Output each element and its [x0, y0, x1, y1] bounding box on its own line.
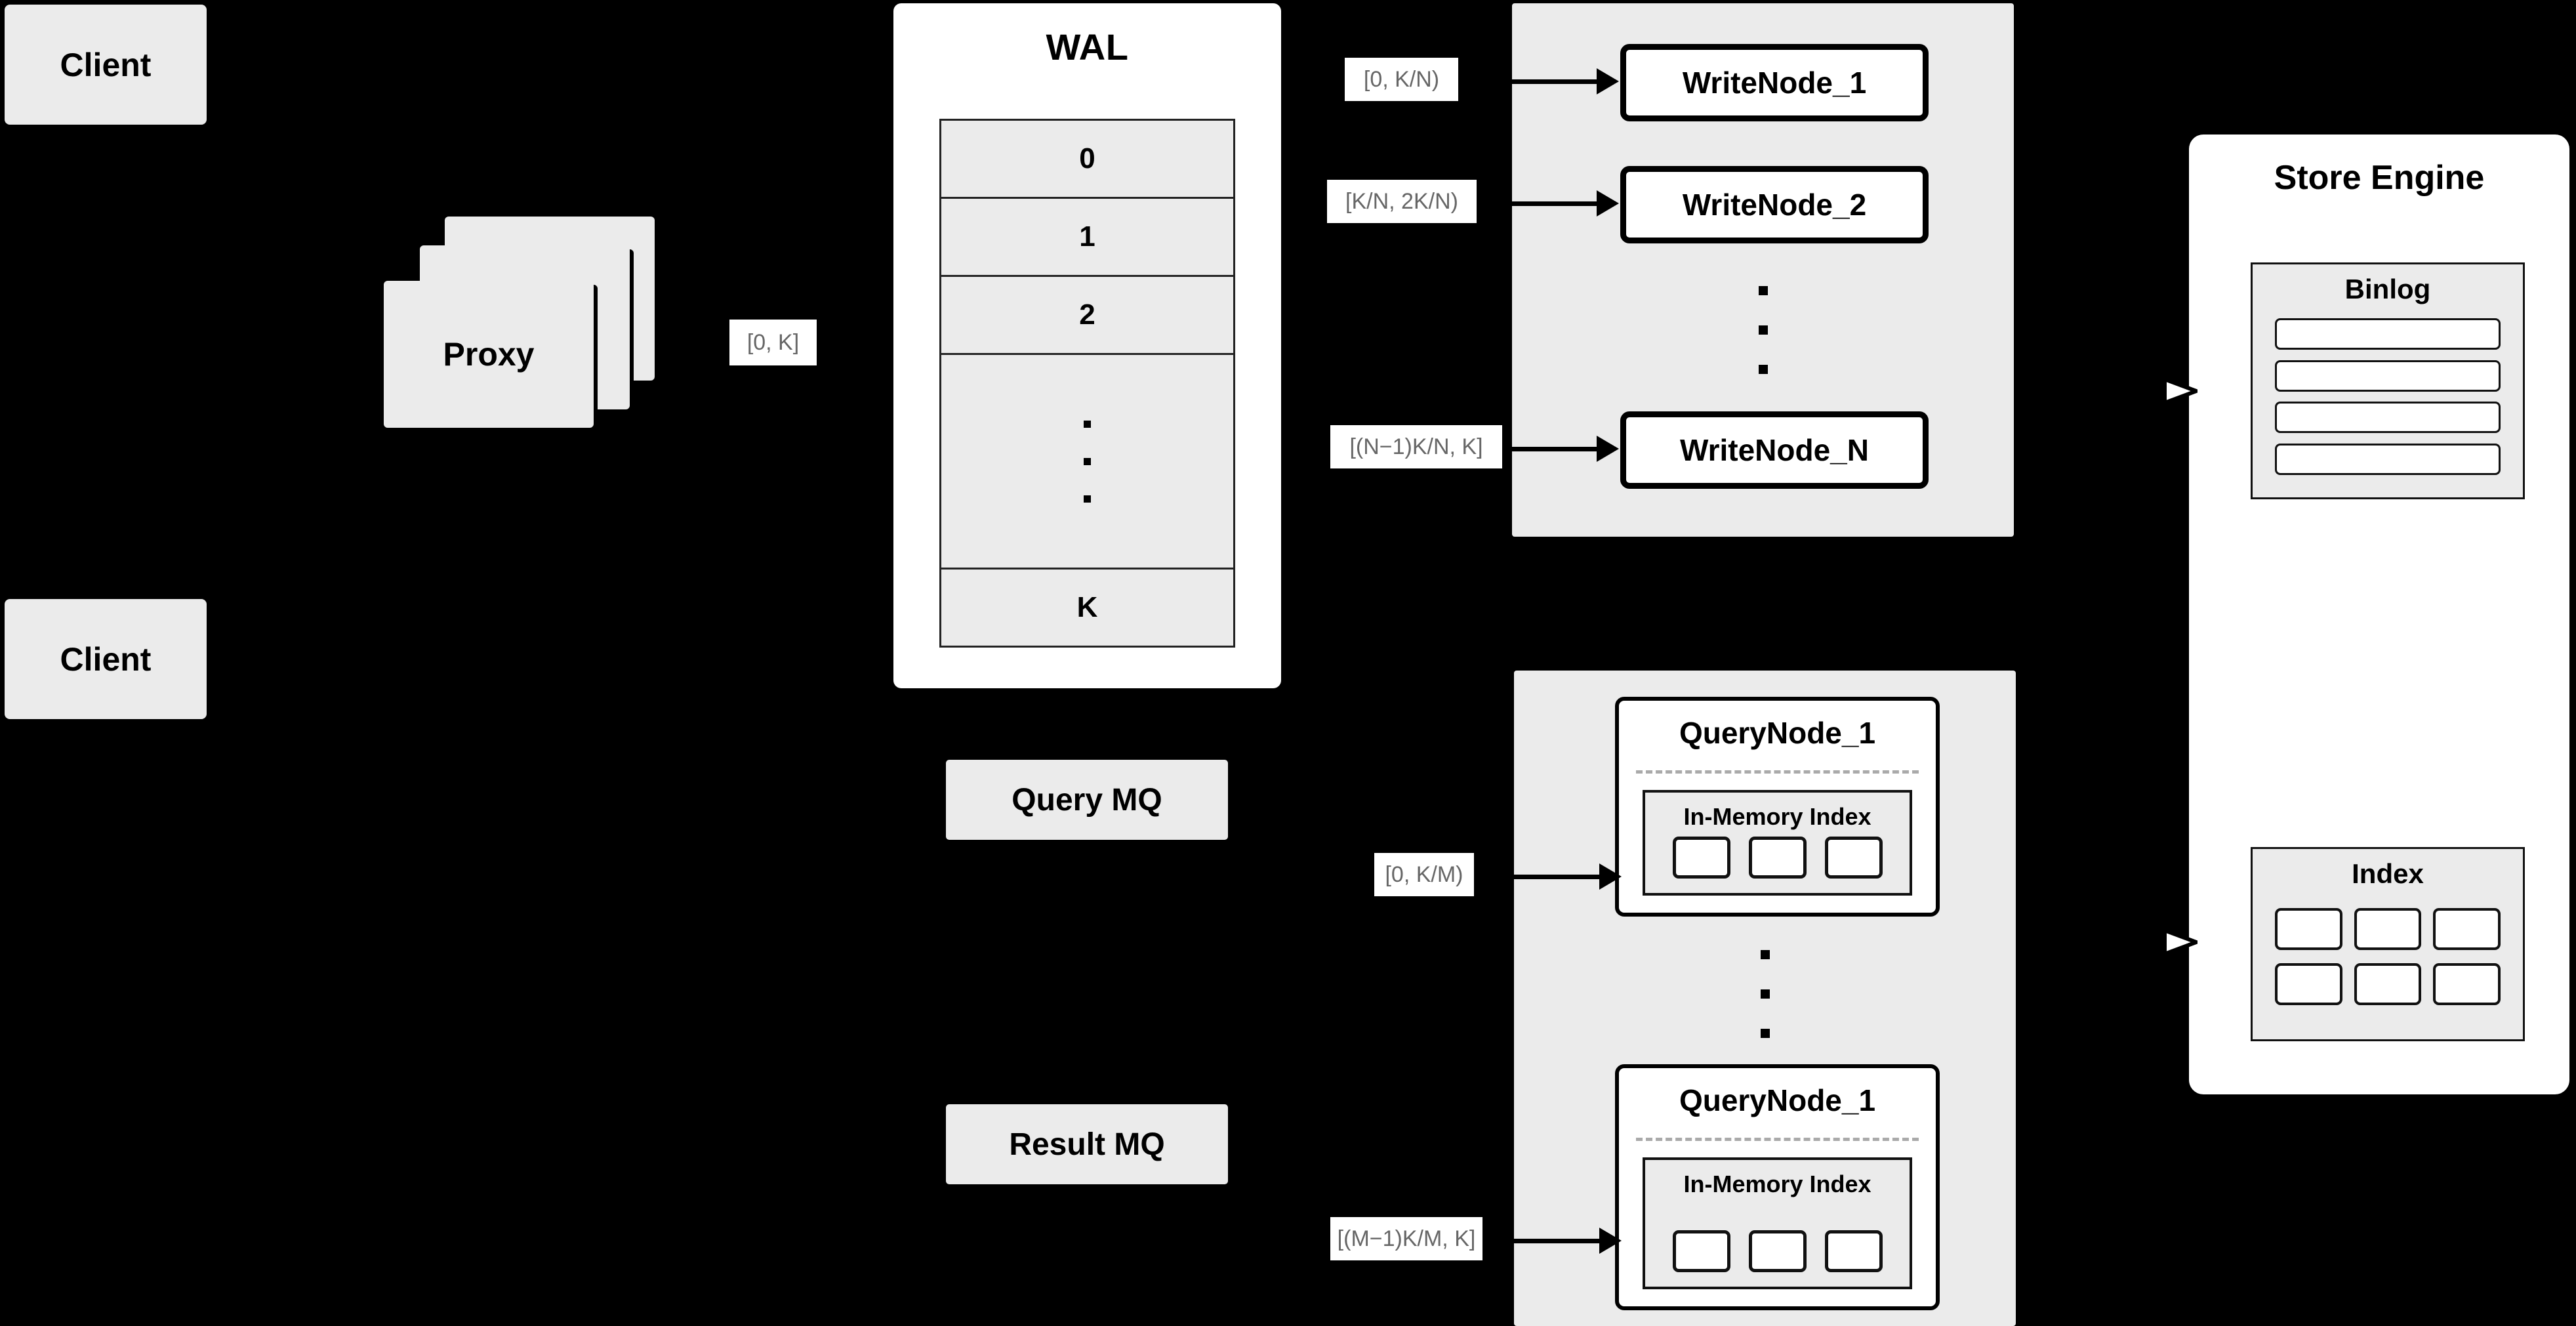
- in-memory-index-title-2: In-Memory Index: [1683, 1171, 1871, 1197]
- index-cell[interactable]: [2354, 963, 2422, 1005]
- store-engine-panel: Store Engine Binlog Index: [2189, 135, 2569, 1094]
- client-label-1: Client: [60, 46, 152, 83]
- wal-table: 0 1 2 K: [939, 119, 1235, 648]
- index-cell[interactable]: [1672, 837, 1730, 879]
- result-mq-box[interactable]: Result MQ: [946, 1104, 1228, 1184]
- query-node-ellipsis-icon: [1514, 936, 2016, 1051]
- wal-row[interactable]: 2: [941, 277, 1233, 355]
- index-cell[interactable]: [2433, 908, 2501, 950]
- write-node-2[interactable]: WriteNode_2: [1620, 166, 1929, 243]
- write-node-n[interactable]: WriteNode_N: [1620, 411, 1929, 489]
- store-engine-title: Store Engine: [2274, 159, 2485, 197]
- index-cell[interactable]: [1824, 837, 1883, 879]
- arrow-to-query-node-2: [1484, 1228, 1622, 1254]
- index-cell[interactable]: [1824, 1230, 1883, 1272]
- binlog-row[interactable]: [2275, 402, 2501, 434]
- arrow-to-write-node-1: [1462, 68, 1619, 94]
- index-cell[interactable]: [2354, 908, 2422, 950]
- proxy-range-label: [0, K]: [729, 320, 817, 365]
- in-memory-index-panel-1: In-Memory Index: [1643, 790, 1912, 896]
- binlog-row[interactable]: [2275, 443, 2501, 475]
- in-memory-index-cells-1: [1645, 837, 1910, 879]
- in-memory-index-cells-2: [1645, 1230, 1910, 1272]
- write-node-1-range-label: [0, K/N): [1345, 58, 1458, 101]
- wal-row[interactable]: 1: [941, 199, 1233, 277]
- in-memory-index-panel-2: In-Memory Index: [1643, 1157, 1912, 1289]
- write-node-cluster: WriteNode_1 WriteNode_2 WriteNode_N: [1512, 3, 2014, 537]
- binlog-row[interactable]: [2275, 318, 2501, 350]
- write-node-ellipsis-icon: [1512, 272, 2014, 387]
- arrow-to-query-node-1: [1476, 863, 1622, 890]
- wal-row[interactable]: K: [1076, 591, 1098, 623]
- arrow-to-binlog: [2120, 377, 2198, 405]
- index-cell[interactable]: [1748, 837, 1807, 879]
- client-label-2: Client: [60, 640, 152, 678]
- wal-row[interactable]: 0: [941, 121, 1233, 199]
- proxy-box[interactable]: Proxy: [384, 281, 594, 428]
- result-mq-label: Result MQ: [1009, 1127, 1165, 1162]
- query-node-2-divider: [1636, 1138, 1919, 1141]
- query-mq-label: Query MQ: [1012, 782, 1162, 818]
- write-node-1[interactable]: WriteNode_1: [1620, 44, 1929, 121]
- query-node-2[interactable]: QueryNode_1 In-Memory Index: [1615, 1064, 1940, 1310]
- vertical-ellipsis-icon: [1084, 420, 1091, 503]
- index-cell[interactable]: [1672, 1230, 1730, 1272]
- query-mq-box[interactable]: Query MQ: [946, 760, 1228, 840]
- in-memory-index-title-1: In-Memory Index: [1683, 803, 1871, 830]
- query-node-2-range-label: [(M−1)K/M, K]: [1330, 1217, 1482, 1260]
- query-node-1[interactable]: QueryNode_1 In-Memory Index: [1615, 697, 1940, 917]
- wal-row-ellipsis: [941, 355, 1233, 570]
- query-node-cluster: QueryNode_1 In-Memory Index QueryNode_1 …: [1514, 671, 2016, 1326]
- query-node-1-range-label: [0, K/M): [1374, 853, 1474, 896]
- write-node-n-label: WriteNode_N: [1680, 433, 1869, 467]
- arrow-to-index: [2120, 928, 2198, 957]
- binlog-row[interactable]: [2275, 360, 2501, 392]
- write-node-n-range-label: [(N−1)K/N, K]: [1330, 425, 1502, 468]
- index-cell[interactable]: [1748, 1230, 1807, 1272]
- arrow-to-write-node-2: [1479, 190, 1619, 217]
- index-grid: [2275, 908, 2501, 1005]
- write-node-1-label: WriteNode_1: [1682, 66, 1867, 100]
- query-node-1-divider: [1636, 770, 1919, 774]
- wal-panel: WAL 0 1 2 K: [893, 3, 1281, 688]
- query-node-2-label: QueryNode_1: [1679, 1083, 1876, 1117]
- hollow-arrow-head-icon: [2163, 928, 2198, 957]
- index-title: Index: [2352, 858, 2424, 889]
- binlog-title: Binlog: [2344, 274, 2431, 304]
- hollow-arrow-head-icon: [2163, 377, 2198, 405]
- proxy-label: Proxy: [443, 336, 535, 373]
- write-node-2-range-label: [K/N, 2K/N): [1327, 180, 1477, 223]
- binlog-rows: [2275, 318, 2501, 475]
- client-box-2[interactable]: Client: [5, 599, 207, 719]
- client-box-1[interactable]: Client: [5, 5, 207, 125]
- wal-title: WAL: [1046, 26, 1129, 68]
- arrow-to-write-node-n: [1503, 436, 1619, 462]
- index-cell[interactable]: [2433, 963, 2501, 1005]
- index-cell[interactable]: [2275, 963, 2342, 1005]
- binlog-panel: Binlog: [2251, 262, 2525, 499]
- index-cell[interactable]: [2275, 908, 2342, 950]
- index-panel: Index: [2251, 847, 2525, 1041]
- write-node-2-label: WriteNode_2: [1682, 188, 1867, 222]
- query-node-1-label: QueryNode_1: [1679, 716, 1876, 750]
